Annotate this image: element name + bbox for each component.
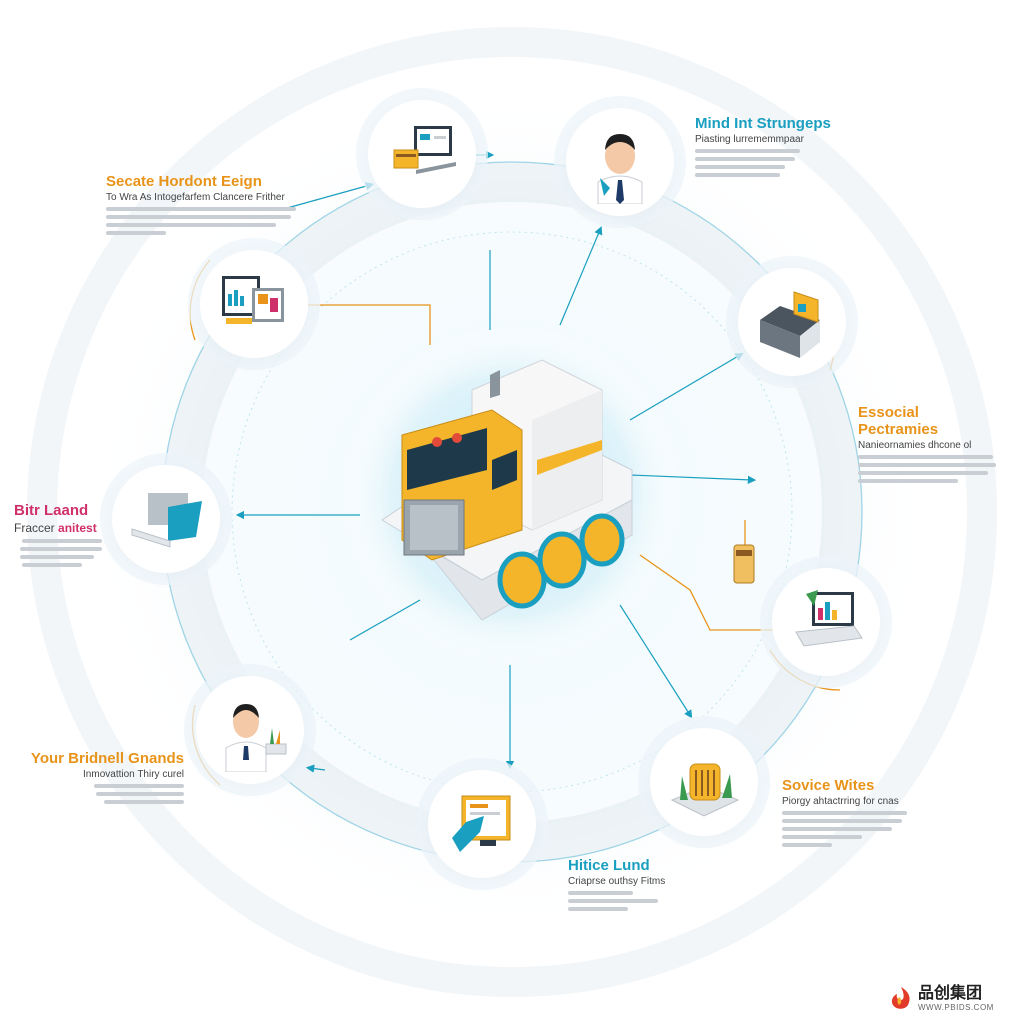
orange-arc-right-lower bbox=[769, 649, 841, 691]
laptop-chart-icon bbox=[795, 590, 863, 647]
node-left-middle bbox=[112, 465, 220, 573]
placeholder-text-lines bbox=[695, 149, 831, 177]
placeholder-text-lines bbox=[14, 539, 106, 567]
laptop-icon bbox=[131, 493, 202, 548]
brand-flame-icon bbox=[891, 987, 910, 1009]
orange-connector-right bbox=[639, 554, 780, 631]
node-subtitle: Criaprse outhsy Fitms bbox=[568, 876, 666, 887]
connector-lower-left bbox=[305, 764, 326, 773]
node-subtitle: To Wra As Intogefarfem Clancere Frither bbox=[106, 192, 285, 203]
scientist-avatar-icon bbox=[225, 704, 287, 772]
node-subtitle: Piorgy ahtactrring for cnas bbox=[782, 796, 899, 807]
node-top-right bbox=[566, 108, 674, 216]
node-subtitle-row: Fraccer anitest bbox=[14, 521, 106, 535]
label-bottom: Hitice Lund Criaprse outhsy Fitms bbox=[568, 857, 665, 911]
placeholder-text-lines bbox=[782, 811, 907, 847]
tracked-vehicle-icon bbox=[381, 359, 633, 621]
label-top-right: Mind Int Strungeps Piasting lurrememmpaa… bbox=[695, 115, 831, 177]
connector-bottom-right bbox=[619, 604, 693, 719]
connector-right-middle bbox=[629, 474, 757, 485]
label-bottom-right: Sovice Wites Piorgy ahtactrring for cnas bbox=[782, 777, 907, 847]
node-title: Bitr Laand bbox=[14, 502, 89, 519]
connector-left-lower bbox=[349, 599, 421, 641]
connector-top-left bbox=[279, 182, 375, 211]
node-left-upper bbox=[200, 250, 308, 358]
connector-right-upper bbox=[629, 352, 744, 421]
node-title: Essocial Pectramies bbox=[858, 404, 939, 438]
server-plants-icon bbox=[670, 763, 740, 817]
node-title: Hitice Lund bbox=[568, 857, 650, 874]
orange-arc-left-lower bbox=[191, 704, 221, 786]
connector-top-right bbox=[559, 226, 603, 326]
outer-halo bbox=[27, 27, 997, 997]
placeholder-text-lines bbox=[106, 207, 296, 235]
label-right-upper: Essocial Pectramies Nanieornamies dhcone… bbox=[858, 404, 998, 483]
node-subtitle: Inmovattion Thiry curel bbox=[83, 769, 184, 780]
placeholder-text-lines bbox=[20, 784, 184, 804]
node-right-lower bbox=[772, 568, 880, 676]
cylinder-component bbox=[733, 544, 755, 584]
node-title: Secate Hordont Eeign bbox=[106, 173, 262, 190]
node-subtitle: Nanieornamies dhcone ol bbox=[858, 440, 972, 451]
computer-monitor-icon bbox=[393, 126, 456, 174]
node-subtitle: Piasting lurrememmpaar bbox=[695, 134, 804, 145]
brand-watermark: 品创集团 WWW.PBIDS.COM bbox=[888, 980, 1016, 1016]
node-bottom-right bbox=[650, 728, 758, 836]
node-subtitle-accent: anitest bbox=[58, 521, 97, 535]
brand-url: WWW.PBIDS.COM bbox=[918, 1002, 994, 1012]
label-top-left: Secate Hordont Eeign To Wra As Intogefar… bbox=[106, 173, 296, 235]
brand-text-group: 品创集团 WWW.PBIDS.COM bbox=[918, 985, 994, 1012]
node-subtitle: Fraccer bbox=[14, 521, 55, 535]
node-right-upper bbox=[738, 268, 846, 376]
label-left-middle: Bitr Laand Fraccer anitest bbox=[14, 502, 106, 567]
tablet-hand-icon bbox=[452, 795, 511, 852]
node-title: Mind Int Strungeps bbox=[695, 115, 831, 132]
open-box-icon bbox=[760, 291, 820, 358]
brand-text: 品创集团 bbox=[918, 984, 983, 1002]
dashboard-charts-icon bbox=[222, 276, 284, 324]
node-title: Your Bridnell Gnands bbox=[30, 750, 184, 767]
label-left-lower: Your Bridnell Gnands Inmovattion Thiry c… bbox=[20, 750, 184, 804]
orange-connector-left bbox=[295, 304, 431, 345]
node-left-lower bbox=[196, 676, 304, 784]
placeholder-text-lines bbox=[858, 455, 998, 483]
placeholder-text-lines bbox=[568, 891, 665, 911]
orange-arc-left-upper bbox=[189, 259, 211, 341]
node-top-left bbox=[368, 100, 476, 208]
node-title: Sovice Wites bbox=[782, 777, 875, 794]
node-bottom bbox=[428, 770, 536, 878]
businessman-avatar-icon bbox=[597, 134, 643, 204]
